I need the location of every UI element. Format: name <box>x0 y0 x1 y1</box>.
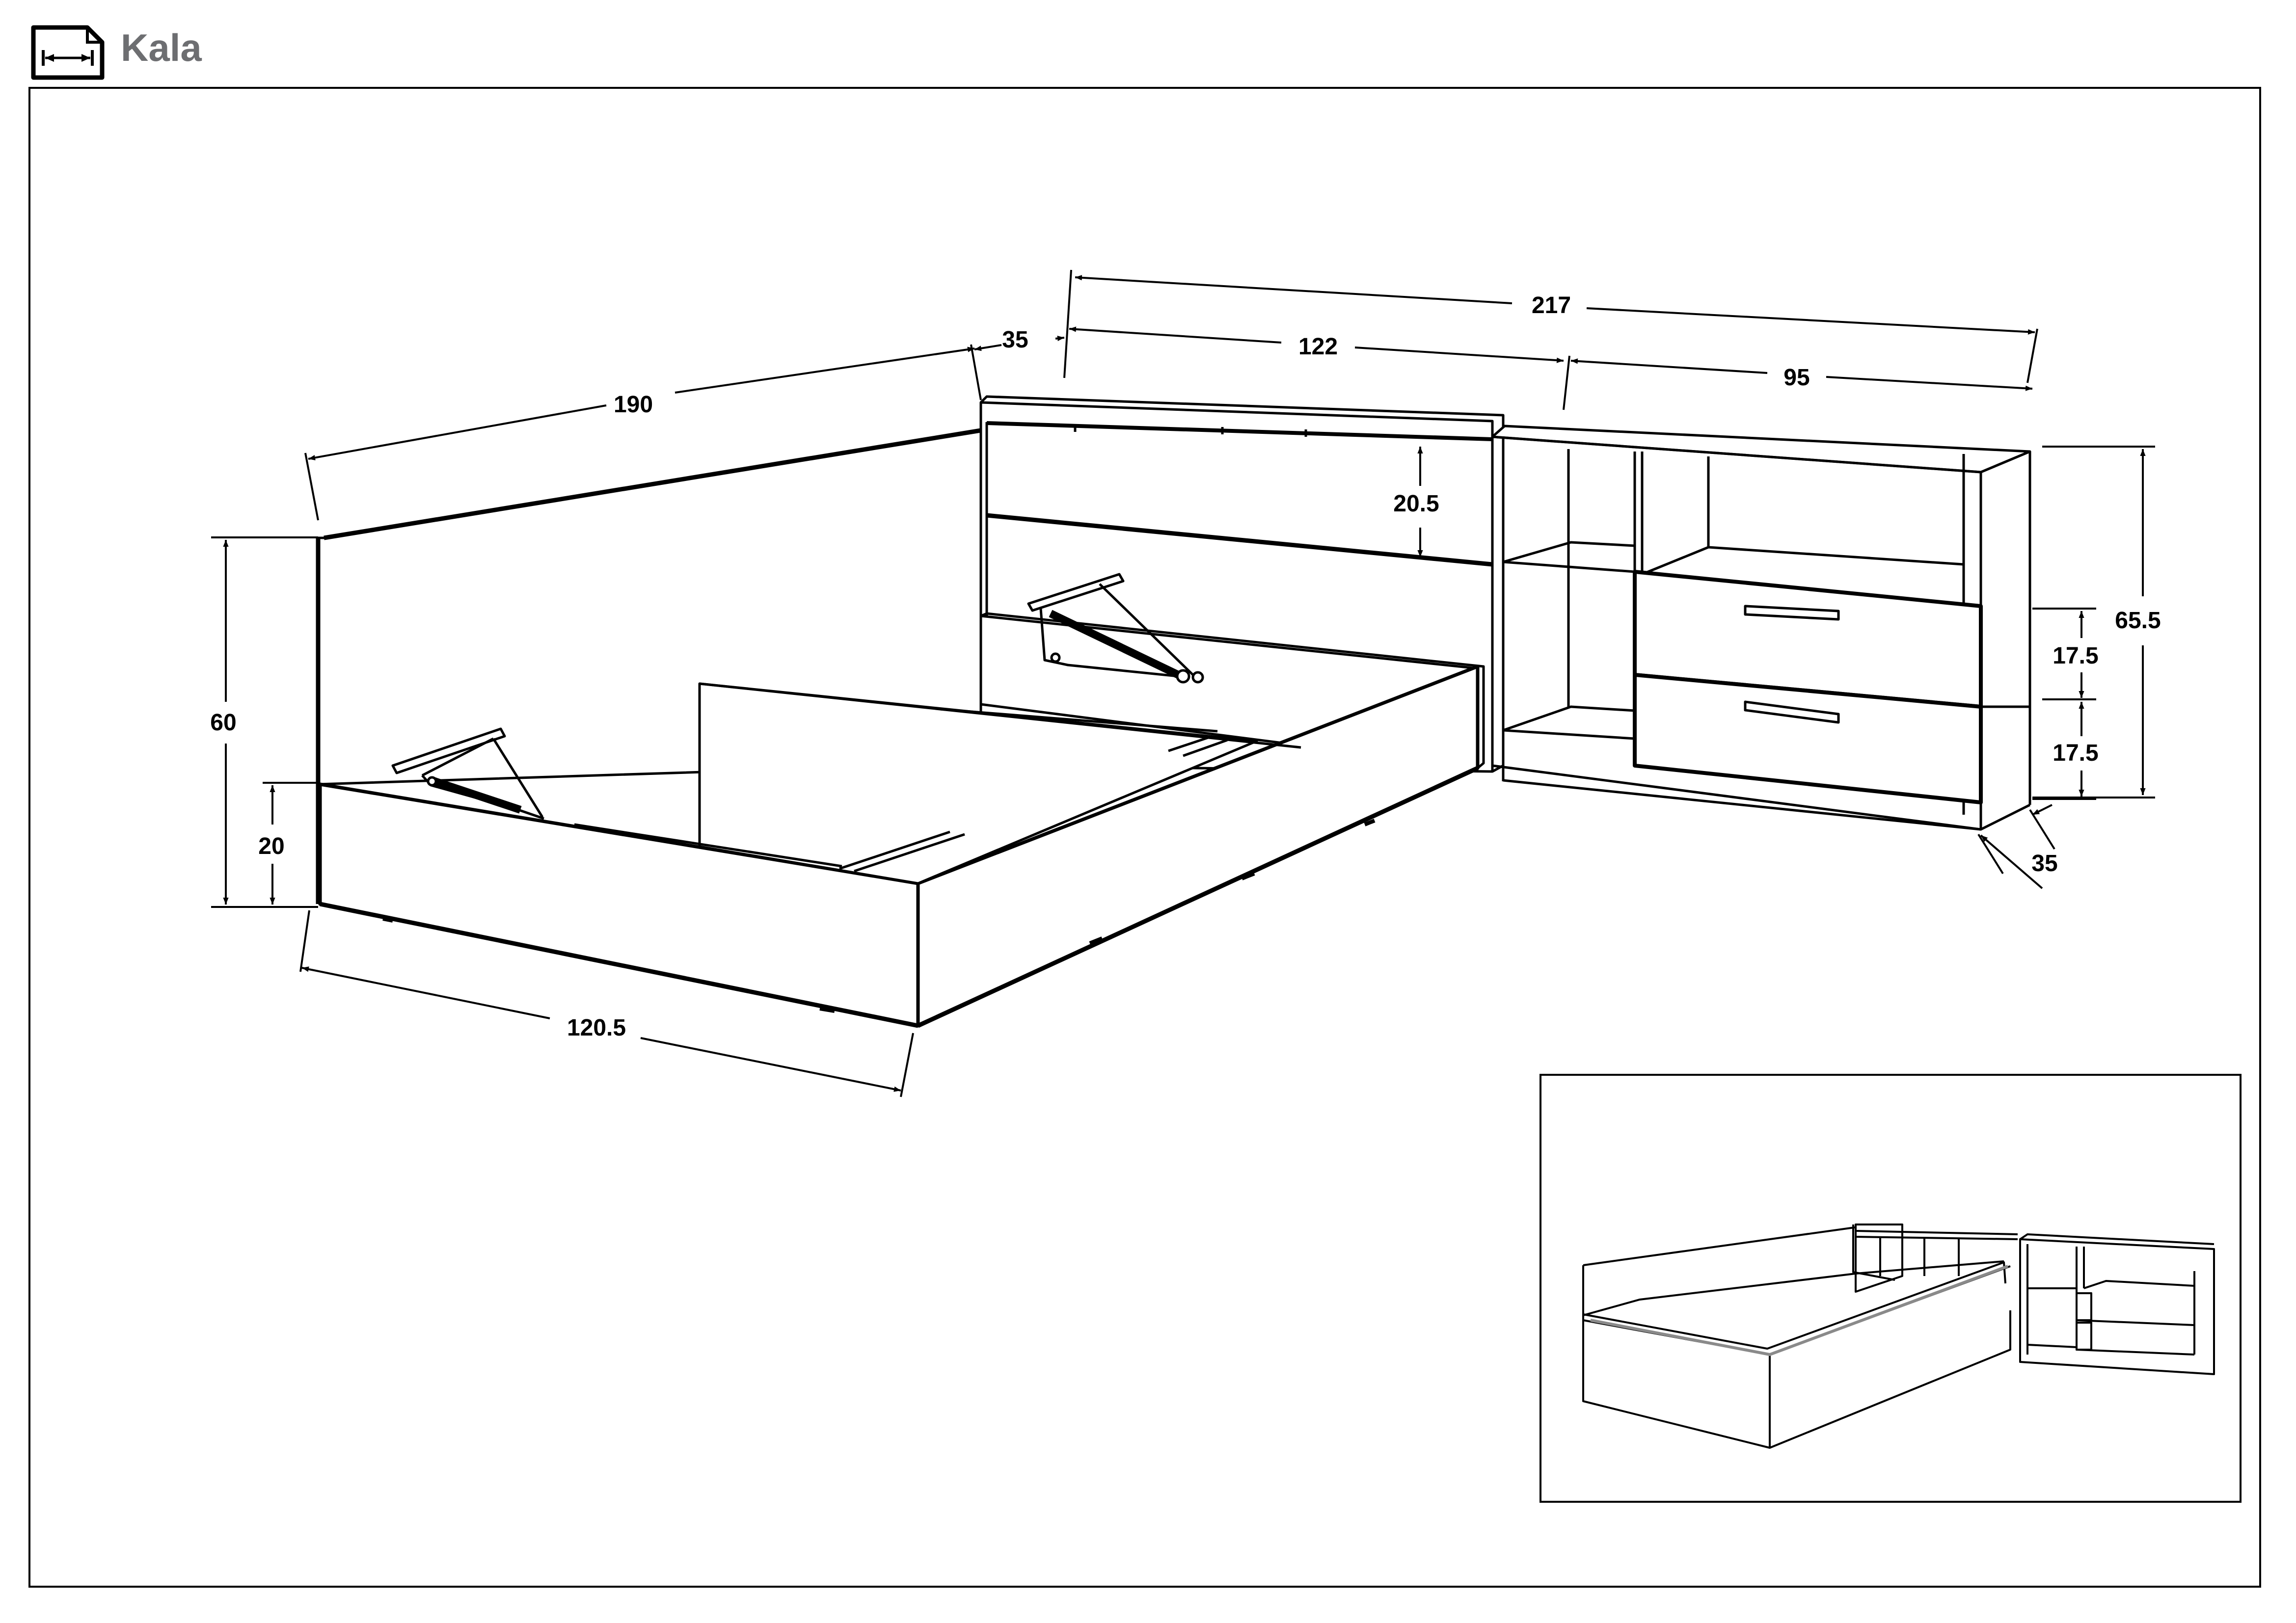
dim-bed-frame-height: 20 <box>258 833 284 859</box>
dim-headboard-width: 122 <box>1298 334 1338 360</box>
dimension-labels: 190 35 217 122 95 20.5 65.5 17.5 17.5 35… <box>210 293 2161 1041</box>
dim-headboard-panel-height: 20.5 <box>1393 491 1439 517</box>
dim-headboard-depth: 35 <box>1002 327 1028 353</box>
dim-bed-length: 190 <box>614 392 653 418</box>
dim-drawer-height-top: 17.5 <box>2053 643 2098 669</box>
bed-drawing <box>316 395 1505 1028</box>
preview-thumbnail <box>1540 1074 2242 1503</box>
dim-bed-width: 120.5 <box>567 1015 626 1041</box>
drawing-frame <box>28 87 2261 1588</box>
product-title: Kala <box>121 26 202 69</box>
dimension-lines <box>211 269 2155 1097</box>
dim-cabinet-height: 65.5 <box>2115 608 2161 634</box>
dim-bed-headboard-height: 60 <box>210 710 236 736</box>
dim-cabinet-depth: 35 <box>2031 851 2057 877</box>
dim-cabinet-width: 95 <box>1783 365 1810 391</box>
dim-total-width: 217 <box>1532 293 1571 319</box>
cabinet-drawing <box>1491 425 2031 831</box>
dim-drawer-height-bottom: 17.5 <box>2053 740 2098 766</box>
dimensions-icon <box>31 25 105 80</box>
